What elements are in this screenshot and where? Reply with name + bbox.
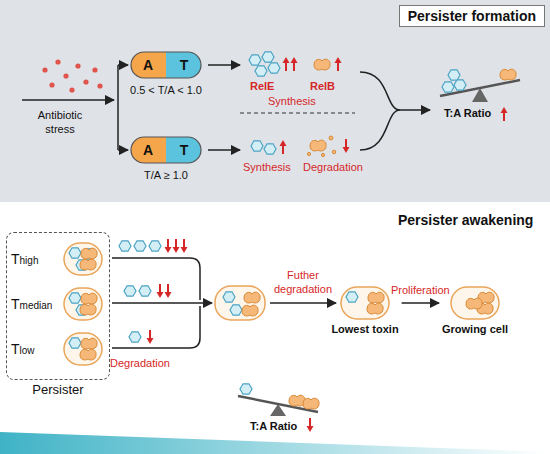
bacterial-cell [340,286,390,320]
degradation-hexagons [119,239,188,344]
cell-node: Growing cell [442,286,508,335]
group-label: Persister [7,382,109,397]
flow-arrows [22,65,430,348]
ta-cell [130,136,202,164]
annotation-label: Degradation [303,160,363,174]
intermediate-cell [215,286,265,320]
annotation-label: Degradation [110,356,170,370]
section-title-box: Persister formation [399,5,545,27]
divider [240,112,355,113]
cell-node: Tlow [11,331,105,367]
cell-node: Lowest toxin [331,286,398,335]
cell-node: AT [130,51,202,79]
annotation-label: 0.5 < T/A < 1.0 [112,83,220,97]
cell-letter: T [166,51,202,79]
cell-letter: T [166,136,202,164]
annotation-label: RelB [310,79,335,93]
annotation-label: T/A ≥ 1.0 [112,168,220,182]
seesaw-up [440,69,520,121]
ta-cell [130,51,202,79]
cell-node: Thigh [11,241,105,277]
toxin-level-label: Thigh [11,241,38,279]
annotation-label: Persister awakening [398,212,533,229]
toxin-synthesis-up [249,52,342,76]
panel-background [0,0,550,202]
seesaw-down [238,384,319,432]
persister-group: PersisterThighTmedianTlow [6,232,110,380]
section-title: Persister formation [408,8,536,24]
cell-node: Tmedian [11,286,105,322]
cell-caption: Growing cell [442,323,508,335]
toxin-level-label: Tmedian [11,286,52,324]
annotation-label: RelE [250,79,274,93]
cell-node: AT [130,136,202,164]
annotation-label: Futher degradation [268,268,338,296]
annotation-label: T:A Ratio [250,419,297,433]
antibiotic-dots [42,59,102,92]
persister-cell [63,332,103,366]
bacterial-cell [450,286,500,320]
cell-letter: A [130,51,166,79]
cell-caption: Lowest toxin [331,323,398,335]
persister-cell [63,287,103,321]
connector-arrow [402,302,439,304]
edge-label: Proliferation [391,284,450,297]
gradient-wedge [0,432,550,454]
annotation-label: T:A Ratio [444,106,491,120]
annotation-label: Synthesis [243,160,291,174]
persister-cell [63,242,103,276]
annotation-label: Antibiotic stress [22,108,98,136]
annotation-label: Synthesis [268,94,316,108]
toxin-synthesis-down [251,136,350,157]
toxin-level-label: Tlow [11,331,35,369]
cell-letter: A [130,136,166,164]
